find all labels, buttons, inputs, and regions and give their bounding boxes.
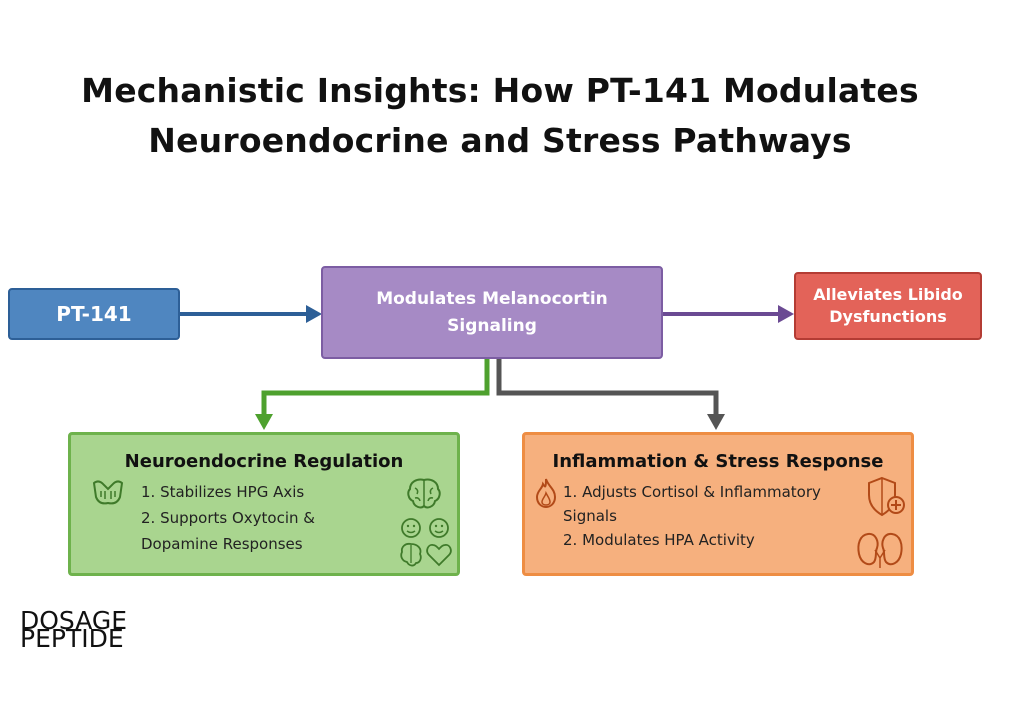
node-alleviates-libido: Alleviates Libido Dysfunctions — [794, 272, 982, 340]
panel-inflam-title: Inflammation & Stress Response — [552, 451, 884, 472]
brand-line-2: PEPTIDE — [20, 624, 124, 653]
node-modulates-line1: Modulates Melanocortin — [376, 288, 608, 309]
arrow-to-neuro — [261, 359, 490, 418]
neuro-line-3: Dopamine Responses — [141, 535, 303, 553]
arrowhead-blue — [306, 305, 322, 323]
brand-logo: DOSAGE PEPTIDE — [20, 606, 128, 653]
node-modulates-line2: Signaling — [447, 315, 537, 336]
panel-neuro-title: Neuroendocrine Regulation — [124, 451, 404, 472]
node-pt141-label: PT-141 — [56, 302, 132, 326]
arrow-to-inflam — [496, 359, 719, 418]
node-alleviates-line1: Alleviates Libido — [813, 285, 963, 304]
brain-icon — [407, 478, 441, 509]
arrowhead-green — [255, 414, 273, 430]
panel-inflammation: Inflammation & Stress Response 1. Adjust… — [522, 432, 914, 576]
shield-plus-icon — [868, 476, 905, 517]
node-modulates-melanocortin: Modulates Melanocortin Signaling — [321, 266, 663, 359]
node-alleviates-line2: Dysfunctions — [829, 307, 947, 326]
neuro-line-2: 2. Supports Oxytocin & — [141, 509, 315, 527]
inflam-line-3: 2. Modulates HPA Activity — [563, 531, 755, 549]
title-line-2: Neuroendocrine and Stress Pathways — [148, 121, 852, 160]
inflam-line-2: Signals — [563, 507, 617, 525]
flame-icon — [535, 478, 557, 509]
brand-line-1: DOSAGE — [20, 606, 128, 635]
node-pt141: PT-141 — [8, 288, 180, 340]
inflam-line-1: 1. Adjusts Cortisol & Inflammatory — [563, 483, 821, 501]
kidneys-icon — [857, 532, 903, 568]
page-title: Mechanistic Insights: How PT-141 Modulat… — [0, 66, 1000, 166]
arrowhead-purple — [778, 305, 794, 323]
arrowhead-gray — [707, 414, 725, 430]
brain-heart-icon — [400, 518, 452, 567]
neuro-line-1: 1. Stabilizes HPG Axis — [141, 483, 305, 501]
thyroid-icon — [92, 480, 124, 505]
title-line-1: Mechanistic Insights: How PT-141 Modulat… — [81, 71, 919, 110]
panel-neuroendocrine: Neuroendocrine Regulation 1. Stabilizes … — [68, 432, 460, 576]
